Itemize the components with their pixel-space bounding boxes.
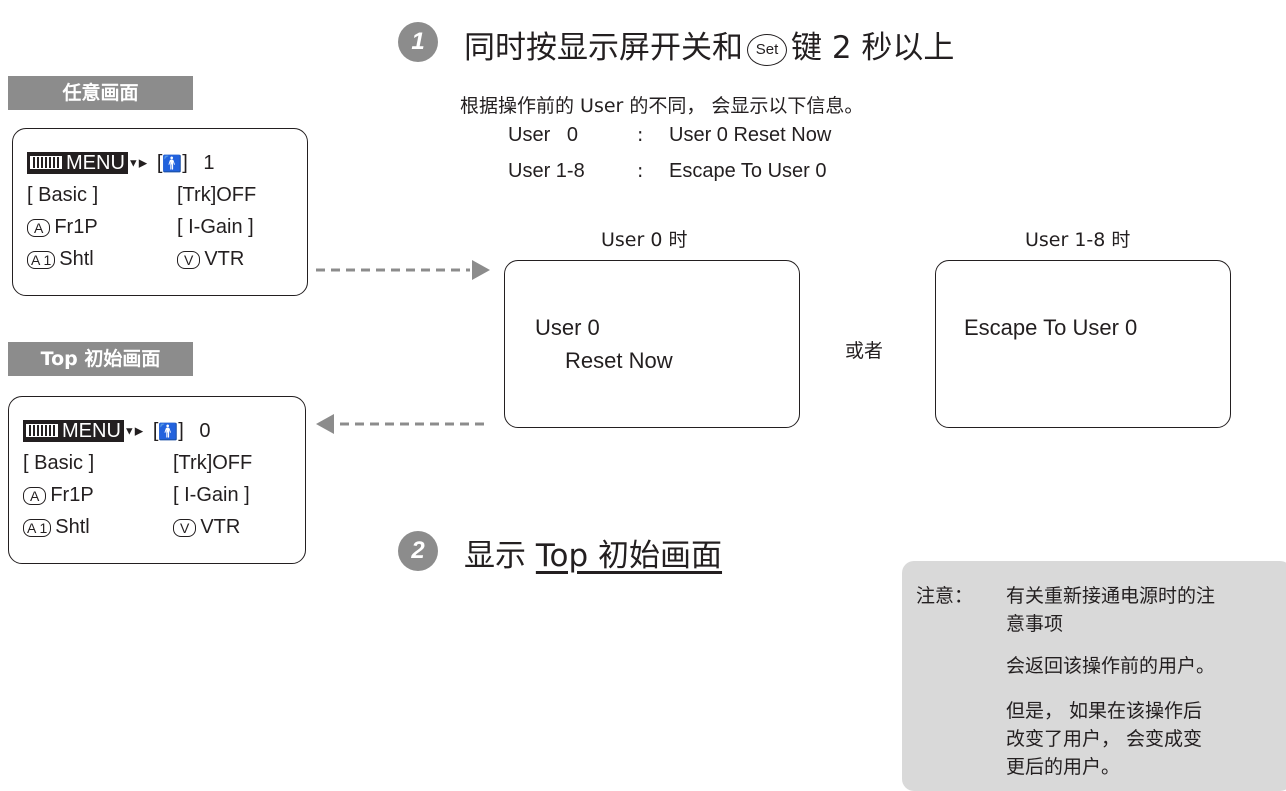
user-number: 1 <box>203 152 215 174</box>
step-1-badge: 1 <box>398 22 438 62</box>
set-key-icon: Set <box>747 33 787 66</box>
key-a1: A 1 <box>23 518 52 537</box>
user-indicator: [🚹] <box>156 152 188 174</box>
person-icon: 🚹 <box>158 424 179 441</box>
menu-row-1: MENU▼▶ [🚹] 0 <box>23 419 211 445</box>
flow-arrows <box>316 260 490 434</box>
user0-line2: Reset Now <box>565 348 673 373</box>
trk-label: [Trk]OFF <box>177 184 257 206</box>
user18-caption: User 1-8 时 <box>1025 229 1131 251</box>
tab-top-screen: Top 初始画面 <box>8 342 193 376</box>
row1-colon: : <box>637 124 644 146</box>
row2-user: User 1-8 <box>508 160 585 182</box>
step-2-title: 显示 Top 初始画面 <box>464 538 723 574</box>
user-number: 0 <box>199 420 211 442</box>
lcd-screen-user0: User 0 Reset Now <box>504 260 800 428</box>
person-icon: 🚹 <box>162 156 183 173</box>
trk-label: [Trk]OFF <box>173 452 253 474</box>
tab-any-screen: 任意画面 <box>8 76 193 110</box>
right-arrow-icon: ▶ <box>138 157 148 170</box>
right-arrow-icon: ▶ <box>134 425 144 438</box>
menu-row-1: MENU▼▶ [🚹] 1 <box>27 151 215 177</box>
key-v: V <box>173 518 197 537</box>
arrow-right-dashed <box>316 260 490 280</box>
basic-label: [ Basic ] <box>23 452 95 474</box>
note-heading: 有关重新接通电源时的注 意事项 <box>1006 585 1216 635</box>
lcd-menu-icon <box>26 423 58 437</box>
note-label: 注意： <box>916 585 974 607</box>
row1-user: User 0 <box>508 124 579 146</box>
key-a: A <box>27 218 51 237</box>
key-v: V <box>177 250 201 269</box>
user18-line1: Escape To User 0 <box>964 315 1138 340</box>
igain-label: [ I-Gain ] <box>173 484 250 506</box>
user0-caption: User 0 时 <box>601 229 688 251</box>
key-a: A <box>23 486 47 505</box>
user-indicator: [🚹] <box>152 420 184 442</box>
arrow-left-dashed <box>316 414 490 434</box>
user0-line1: User 0 <box>535 315 600 340</box>
basic-label: [ Basic ] <box>27 184 99 206</box>
igain-label: [ I-Gain ] <box>177 216 254 238</box>
down-arrow-icon: ▼ <box>123 425 135 438</box>
row2-colon: : <box>637 160 644 182</box>
down-arrow-icon: ▼ <box>127 157 139 170</box>
key-a1: A 1 <box>27 250 56 269</box>
or-label: 或者 <box>845 340 884 362</box>
menu-highlight: MENU <box>27 152 128 174</box>
menu-highlight: MENU <box>23 420 124 442</box>
top-screen-link[interactable]: Top 初始画面 <box>535 538 723 574</box>
lcd-menu-icon <box>30 155 62 169</box>
step-1-description: 根据操作前的 User 的不同， 会显示以下信息。 <box>460 95 864 117</box>
note-box: 注意： 有关重新接通电源时的注 意事项 会返回该操作前的用户。 但是， 如果在该… <box>902 561 1286 791</box>
row2-message: Escape To User 0 <box>669 160 827 182</box>
row1-message: User 0 Reset Now <box>669 124 832 146</box>
note-paragraph-2: 但是， 如果在该操作后 改变了用户， 会变成变 更后的用户。 <box>1006 700 1203 778</box>
lcd-screen-user1-8: Escape To User 0 <box>935 260 1231 428</box>
step-2-badge: 2 <box>398 531 438 571</box>
note-paragraph-1: 会返回该操作前的用户。 <box>1006 655 1216 677</box>
